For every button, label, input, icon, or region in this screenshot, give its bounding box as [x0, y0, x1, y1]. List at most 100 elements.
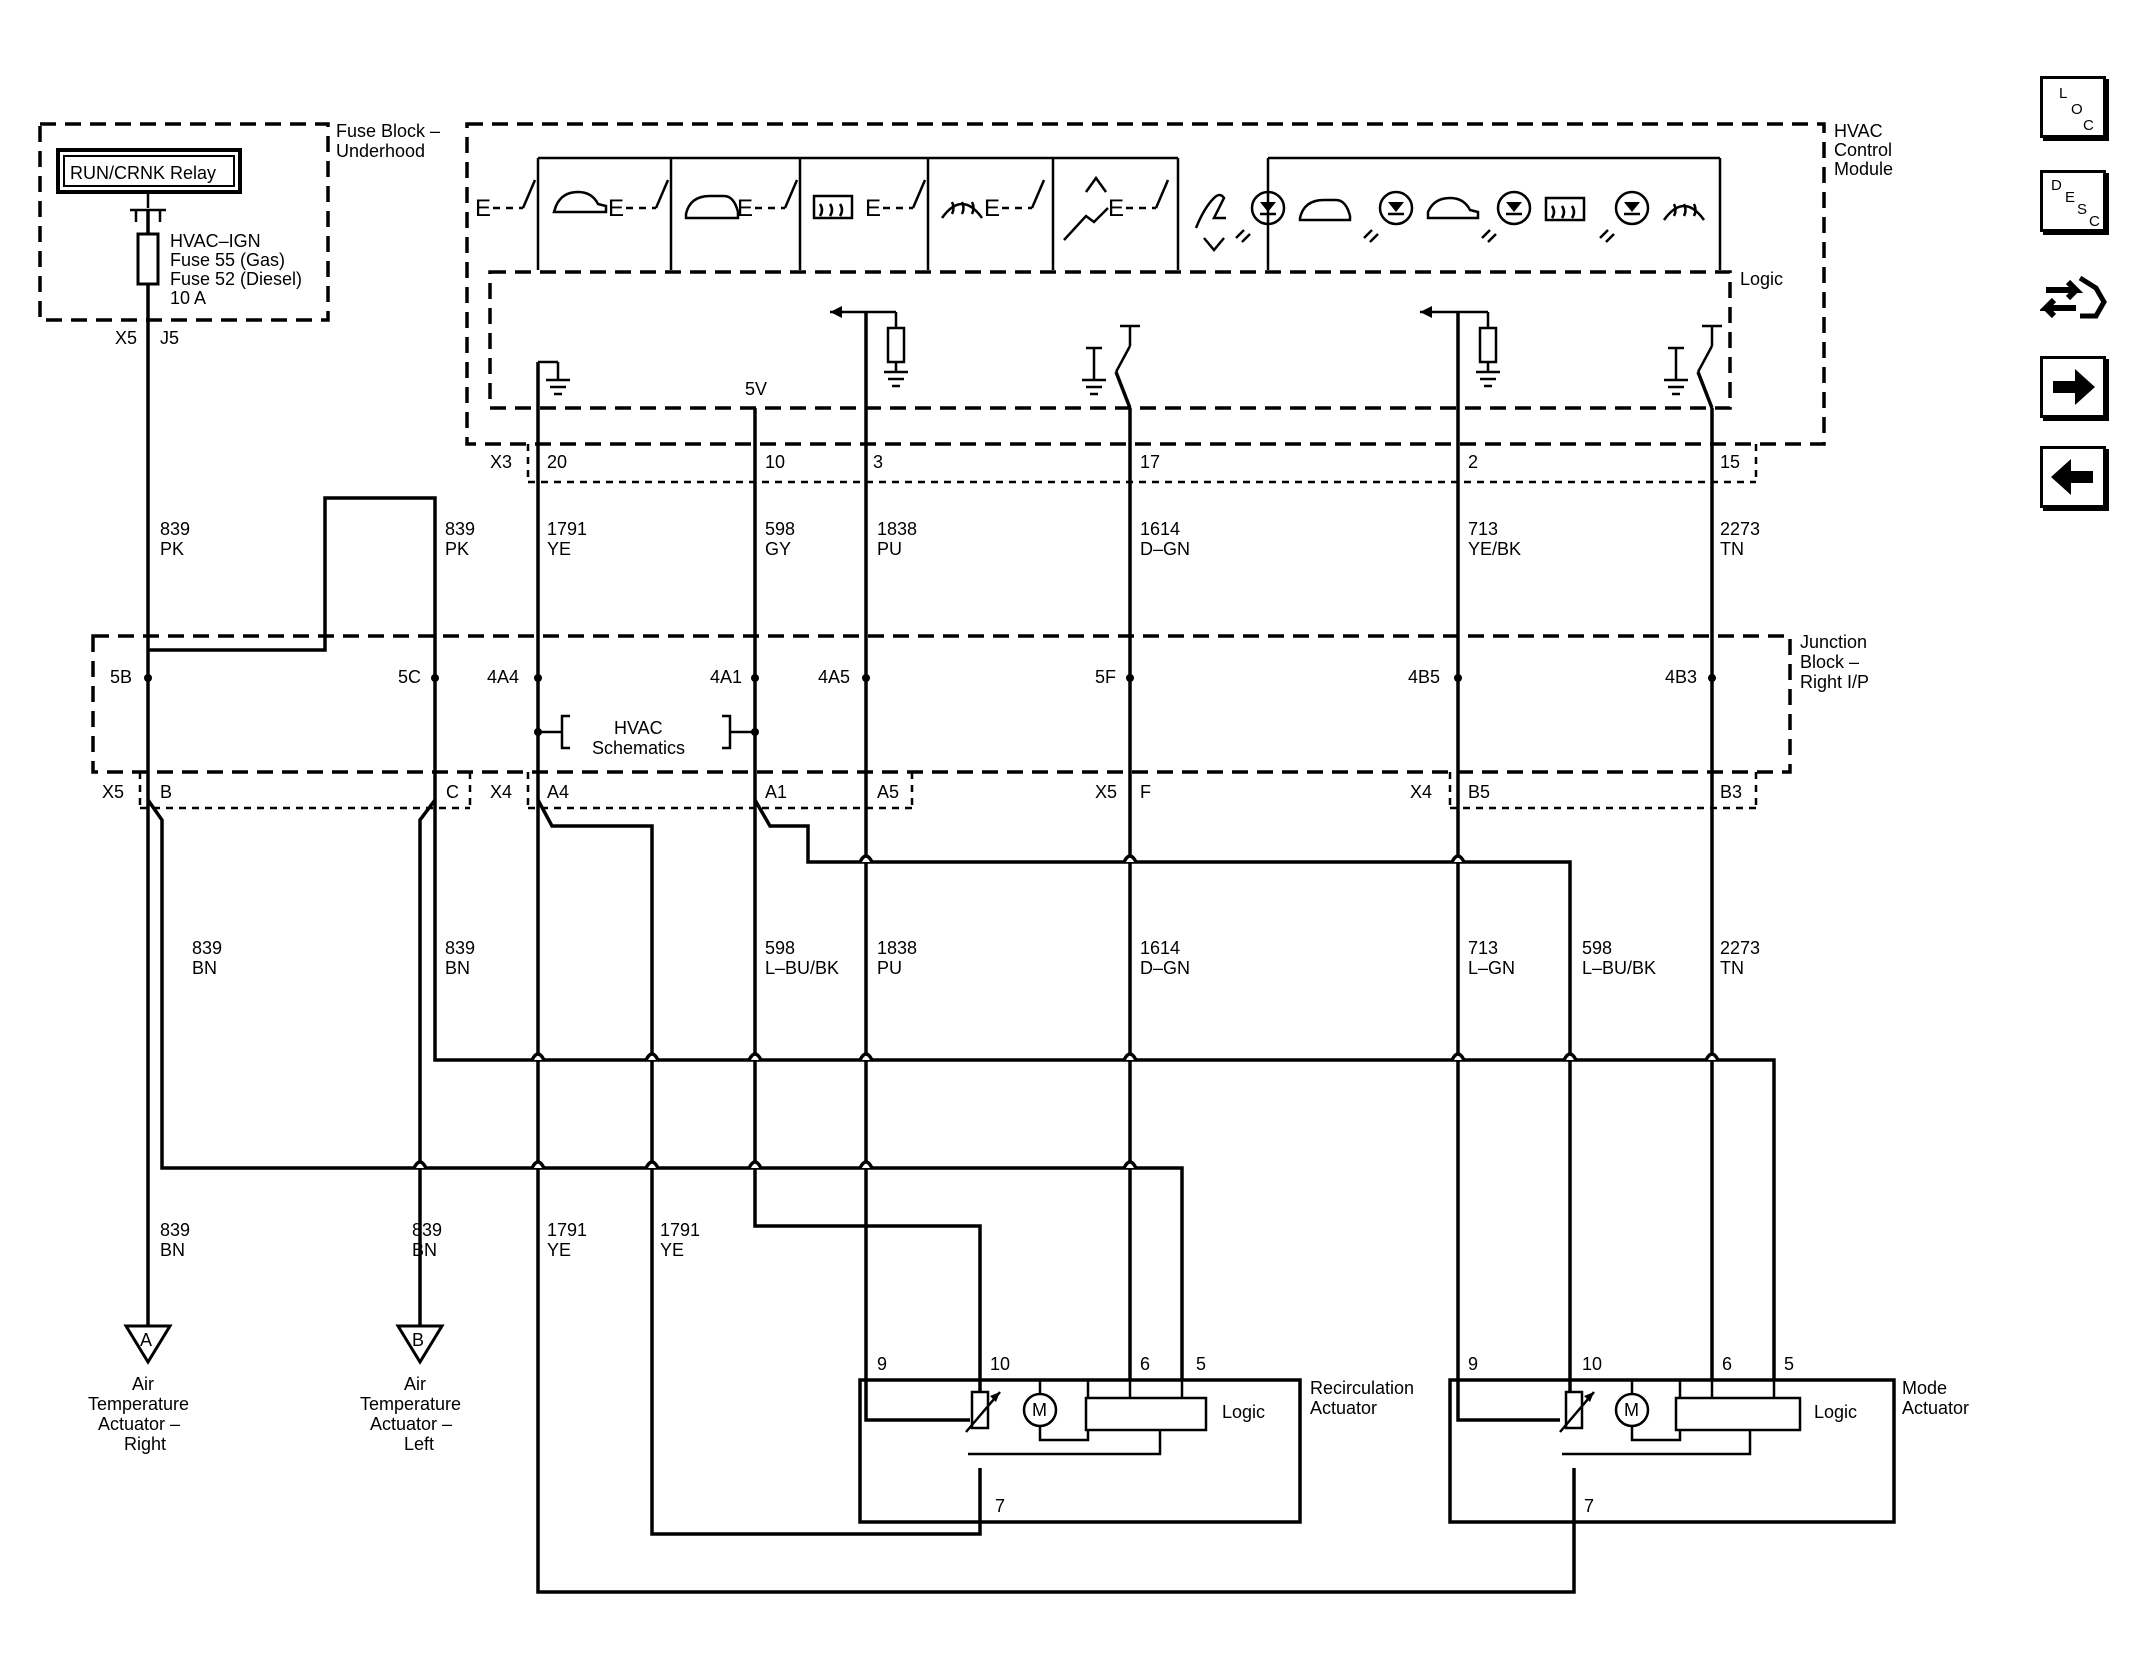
svg-text:PK: PK — [445, 539, 469, 559]
hvac-pin-15: 15 — [1720, 452, 1740, 472]
svg-text:5: 5 — [1196, 1354, 1206, 1374]
svg-text:839: 839 — [445, 519, 475, 539]
svg-text:Mode: Mode — [1902, 1378, 1947, 1398]
svg-text:BN: BN — [445, 958, 470, 978]
recirc-actuator: Recirculation Actuator 9 10 6 5 7 M Logi… — [858, 1354, 1414, 1524]
svg-text:A: A — [140, 1330, 152, 1350]
svg-text:839: 839 — [160, 1220, 190, 1240]
next-button[interactable] — [2040, 356, 2106, 418]
svg-text:BN: BN — [412, 1240, 437, 1260]
hvac-module-outline — [465, 122, 1826, 446]
rear-defrost-icon — [812, 194, 854, 220]
hvac-pin-17: 17 — [1140, 452, 1160, 472]
hvac-module-title-2: Control — [1834, 140, 1892, 160]
svg-text:5F: 5F — [1095, 667, 1116, 687]
hvac-pin-2: 2 — [1468, 452, 1478, 472]
connector-view-button[interactable] — [2038, 268, 2110, 334]
description-button[interactable]: D E S C — [2040, 170, 2106, 232]
svg-text:B: B — [412, 1330, 424, 1350]
connector-icon — [2038, 275, 2107, 319]
svg-text:839: 839 — [160, 519, 190, 539]
svg-text:4B5: 4B5 — [1408, 667, 1440, 687]
connector-b: B Air Temperature Actuator – Left — [360, 1324, 461, 1454]
fuse-label-3: Fuse 52 (Diesel) — [170, 269, 302, 289]
svg-text:598: 598 — [765, 519, 795, 539]
svg-text:713: 713 — [1468, 519, 1498, 539]
svg-text:Temperature: Temperature — [88, 1394, 189, 1414]
svg-text:TN: TN — [1720, 958, 1744, 978]
svg-text:B: B — [160, 782, 172, 802]
svg-text:Actuator –: Actuator – — [98, 1414, 180, 1434]
hvac-schematics-ref: HVAC Schematics — [534, 714, 759, 758]
svg-text:4B3: 4B3 — [1665, 667, 1697, 687]
junction-title-1: Junction — [1800, 632, 1867, 652]
junction-block-outline — [91, 634, 1792, 774]
svg-text:C: C — [446, 782, 459, 802]
svg-text:Actuator: Actuator — [1310, 1398, 1377, 1418]
svg-text:Right: Right — [124, 1434, 166, 1454]
car-recirc-icon — [1426, 196, 1480, 220]
svg-text:YE: YE — [547, 1240, 571, 1260]
windshield-defrost-icon — [1662, 203, 1706, 221]
windshield-defrost-icon — [940, 201, 984, 219]
svg-text:1791: 1791 — [547, 519, 587, 539]
svg-text:A5: A5 — [877, 782, 899, 802]
svg-text:4A1: 4A1 — [710, 667, 742, 687]
svg-text:7: 7 — [1584, 1496, 1594, 1516]
indicator-leds — [1235, 190, 1706, 243]
svg-text:1791: 1791 — [547, 1220, 587, 1240]
wire-crossovers — [412, 854, 1720, 1169]
svg-text:4A4: 4A4 — [487, 667, 519, 687]
svg-text:BN: BN — [160, 1240, 185, 1260]
svg-text:L–BU/BK: L–BU/BK — [765, 958, 839, 978]
five-volt-label: 5V — [745, 379, 767, 399]
car-outside-air-icon — [684, 194, 740, 220]
svg-text:Logic: Logic — [1222, 1402, 1265, 1422]
svg-text:Air: Air — [404, 1374, 426, 1394]
fuse-block-title-2: Underhood — [336, 141, 425, 161]
svg-text:7: 7 — [995, 1496, 1005, 1516]
svg-text:9: 9 — [877, 1354, 887, 1374]
location-button[interactable]: L O C — [2040, 76, 2106, 138]
svg-text:2273: 2273 — [1720, 938, 1760, 958]
junction-lower-pins: X5 B C X4 A4 A1 A5 X5 F X4 B5 B3 — [102, 782, 1742, 802]
fuse-block-title: Fuse Block – — [336, 121, 440, 141]
svg-text:Left: Left — [404, 1434, 434, 1454]
svg-text:BN: BN — [192, 958, 217, 978]
svg-text:6: 6 — [1722, 1354, 1732, 1374]
previous-button[interactable] — [2040, 446, 2106, 508]
svg-text:5B: 5B — [110, 667, 132, 687]
svg-text:10: 10 — [1582, 1354, 1602, 1374]
svg-text:X5: X5 — [102, 782, 124, 802]
svg-text:E: E — [608, 195, 624, 222]
svg-text:Schematics: Schematics — [592, 738, 685, 758]
svg-text:GY: GY — [765, 539, 791, 559]
svg-text:598: 598 — [1582, 938, 1612, 958]
car-outside-air-icon — [1298, 198, 1352, 222]
svg-text:PU: PU — [877, 958, 902, 978]
svg-text:Air: Air — [132, 1374, 154, 1394]
svg-text:F: F — [1140, 782, 1151, 802]
svg-text:1614: 1614 — [1140, 938, 1180, 958]
svg-text:9: 9 — [1468, 1354, 1478, 1374]
svg-text:713: 713 — [1468, 938, 1498, 958]
svg-text:M: M — [1624, 1400, 1639, 1420]
fuse-conn: X5 — [115, 328, 137, 348]
connector-a: A Air Temperature Actuator – Right — [88, 1324, 189, 1454]
svg-text:TN: TN — [1720, 539, 1744, 559]
hvac-pin-3: 3 — [873, 452, 883, 472]
svg-text:E: E — [737, 195, 753, 222]
hvac-conn: X3 — [490, 452, 512, 472]
hvac-module-title-3: Module — [1834, 159, 1893, 179]
arrow-right-icon — [2053, 369, 2095, 405]
switch-row: E E E E E E — [475, 158, 1226, 270]
svg-text:YE/BK: YE/BK — [1468, 539, 1521, 559]
svg-text:2273: 2273 — [1720, 519, 1760, 539]
hvac-pin-10: 10 — [765, 452, 785, 472]
svg-text:X4: X4 — [490, 782, 512, 802]
junction-title-2: Block – — [1800, 652, 1859, 672]
